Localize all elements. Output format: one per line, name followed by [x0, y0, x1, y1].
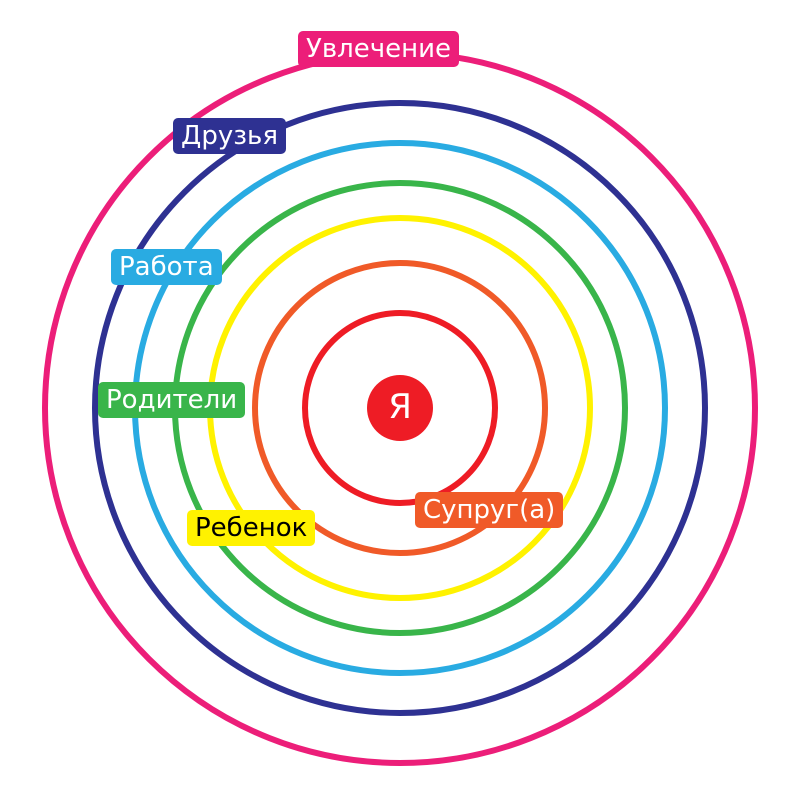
label-hobby: Увлечение: [298, 31, 460, 67]
center-label: Я: [388, 387, 412, 427]
center-dot: [367, 375, 433, 441]
label-parents: Родители: [98, 382, 246, 418]
ring-spouse: [252, 260, 548, 556]
label-child: Ребенок: [187, 510, 316, 546]
ring-friends: [92, 100, 708, 716]
label-spouse: Супруг(а): [415, 492, 564, 528]
label-work: Работа: [111, 249, 222, 285]
inner-ring: [302, 310, 498, 506]
label-friends: Друзья: [173, 118, 286, 154]
